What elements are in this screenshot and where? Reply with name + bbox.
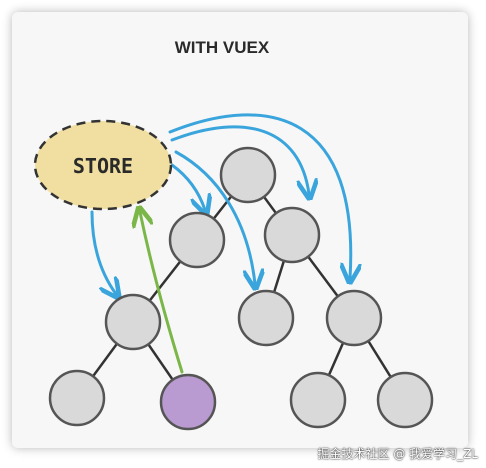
component-nodes	[48, 146, 434, 431]
state-arrow	[170, 125, 309, 194]
component-node	[168, 211, 226, 269]
component-node-root	[219, 146, 277, 204]
watermark-text: 掘金技术社区 @ 我爱学习_ZL	[317, 447, 478, 461]
action-arrow	[140, 212, 184, 374]
state-arrow	[170, 163, 205, 210]
state-arrow	[168, 113, 351, 278]
tree-edges	[75, 174, 407, 403]
component-node	[325, 289, 383, 347]
state-arrows	[90, 113, 351, 294]
component-node	[289, 371, 347, 429]
store-node: STORE	[33, 119, 173, 211]
store-label: STORE	[73, 154, 133, 178]
component-node	[263, 206, 321, 264]
component-node-highlighted	[159, 373, 217, 431]
component-node	[237, 289, 295, 347]
component-node	[48, 369, 106, 427]
state-arrow	[174, 150, 255, 284]
component-node	[376, 371, 434, 429]
diagram-title: WITH VUEX	[175, 38, 270, 57]
component-node	[104, 293, 162, 351]
state-arrow	[90, 210, 116, 294]
store-ellipse	[33, 119, 173, 211]
